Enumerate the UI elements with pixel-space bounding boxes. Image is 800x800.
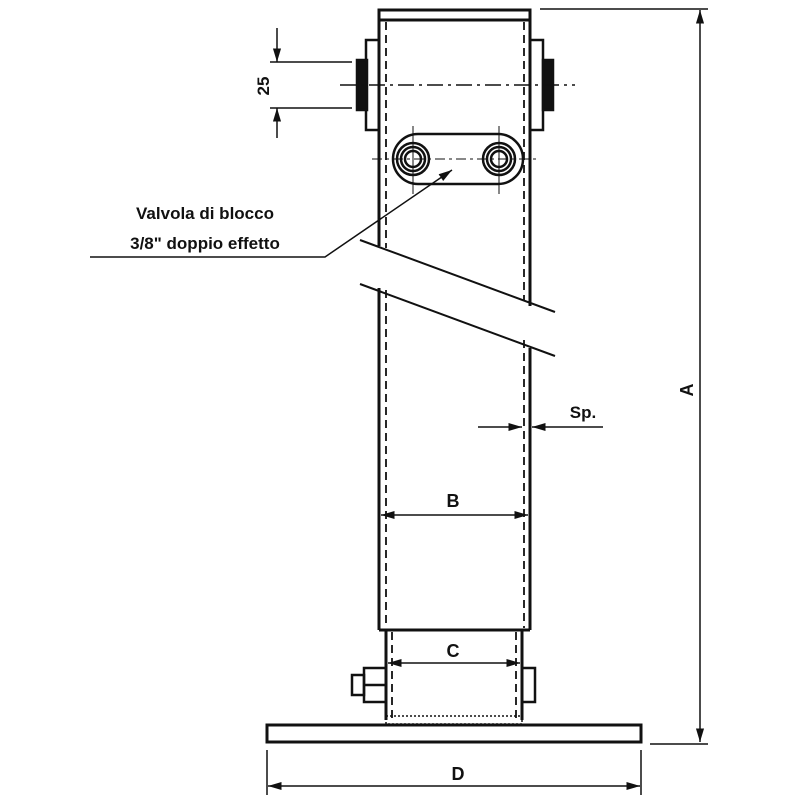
dim-25-label: 25 (254, 77, 273, 96)
dimension-d (266, 750, 642, 795)
dim-c-label: C (447, 641, 460, 661)
valve-leader (90, 169, 453, 258)
dimension-a (540, 8, 708, 745)
inner-dashed-lines (385, 22, 525, 718)
valve-label-line1: Valvola di blocco (136, 204, 274, 223)
lower-tube (377, 288, 532, 632)
dimension-25 (270, 28, 352, 138)
valve-block (372, 126, 540, 194)
bolt-left (350, 666, 388, 704)
dim-sp-label: Sp. (570, 403, 596, 422)
bolt-right (520, 666, 537, 704)
break-lines (359, 239, 556, 357)
dim-d-label: D (452, 764, 465, 784)
weld (385, 715, 523, 725)
dim-b-label: B (447, 491, 460, 511)
base-plate (265, 723, 643, 744)
valve-label-line2: 3/8" doppio effetto (130, 234, 280, 253)
dim-a-label: A (677, 384, 697, 397)
